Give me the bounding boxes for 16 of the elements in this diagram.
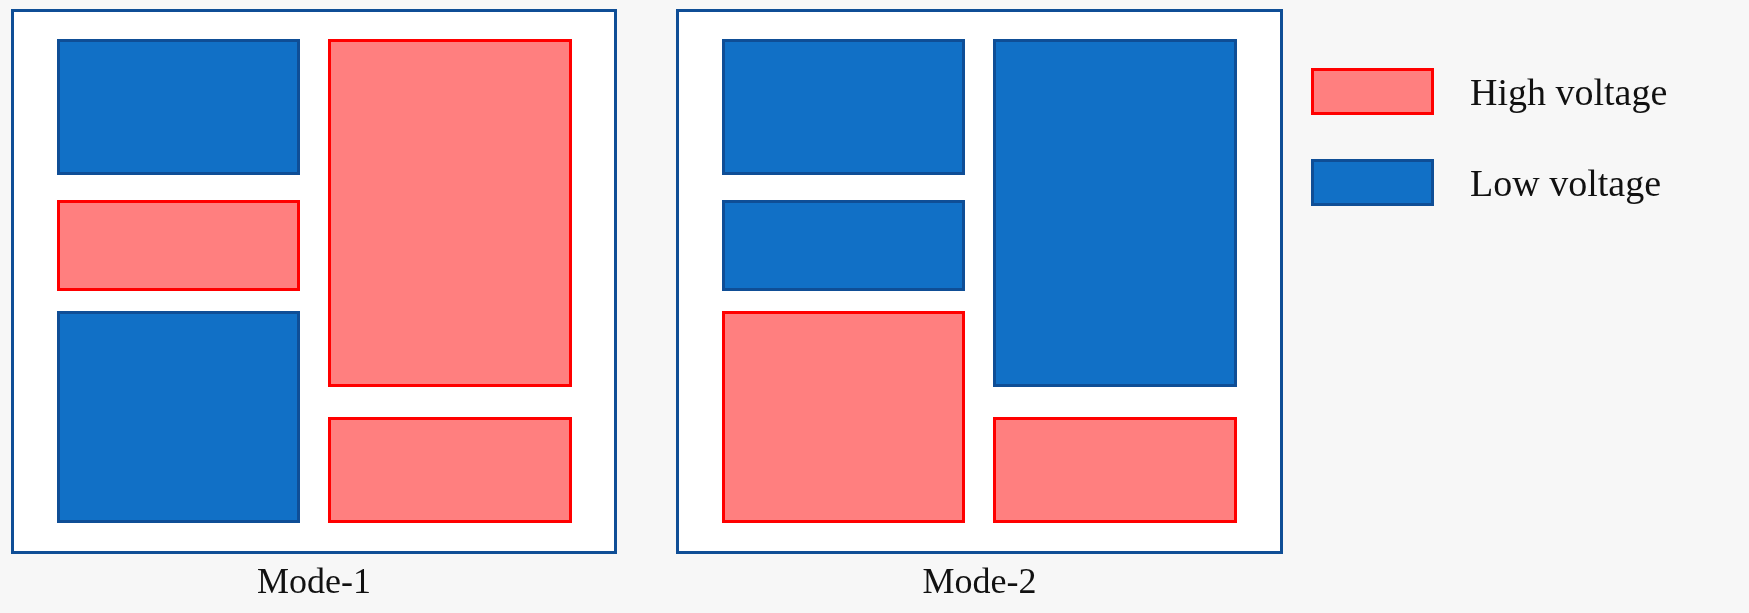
- low-voltage-block: [57, 311, 300, 523]
- legend-label: Low voltage: [1470, 161, 1661, 205]
- high-voltage-block: [57, 200, 300, 291]
- mode-caption: Mode-1: [256, 560, 372, 602]
- legend-label: High voltage: [1470, 70, 1668, 114]
- high-voltage-block: [993, 417, 1237, 523]
- low-voltage-block: [722, 200, 965, 291]
- mode-panel: [676, 9, 1283, 554]
- low-voltage-block: [57, 39, 300, 175]
- low-voltage-block: [722, 39, 965, 175]
- high-voltage-block: [328, 417, 572, 523]
- mode-caption: Mode-2: [921, 560, 1038, 602]
- mode-panel: [11, 9, 617, 554]
- high-voltage-block: [328, 39, 572, 387]
- high-voltage-block: [722, 311, 965, 523]
- low-voltage-block: [993, 39, 1237, 387]
